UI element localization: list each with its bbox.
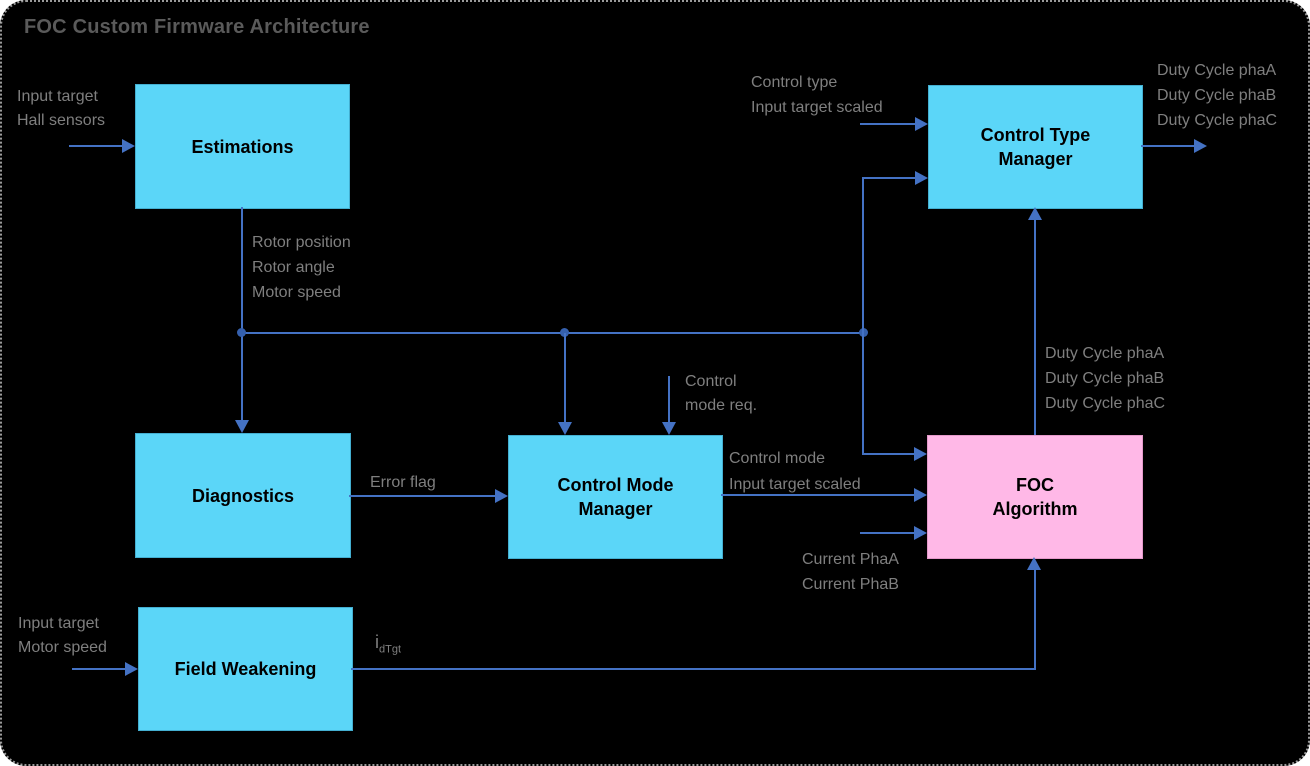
diagram-title: FOC Custom Firmware Architecture	[24, 16, 370, 38]
edge-input-to-ctm-top	[860, 123, 916, 125]
arrowhead-into-ctm-bottom	[1028, 207, 1042, 220]
arrowhead-into-ctm-bottom-left	[915, 171, 928, 185]
node-foc-algorithm: FOC Algorithm	[927, 435, 1143, 559]
label-estimations-outputs: Rotor position Rotor angle Motor speed	[252, 234, 351, 301]
label-ctm-inputs: Control type Input target scaled	[751, 74, 883, 116]
arrowhead-into-foc-3	[914, 526, 927, 540]
edge-currents-to-foc	[860, 532, 915, 534]
node-field-weakening: Field Weakening	[138, 607, 353, 731]
edge-bus-to-cmm	[564, 333, 566, 422]
label-fw-output-idtgt: idTgt	[375, 632, 401, 660]
arrowhead-into-field-weakening	[125, 662, 138, 676]
edge-ctm-output	[1141, 145, 1195, 147]
edge-input-to-field-weakening	[72, 668, 125, 670]
arrowhead-into-foc-2	[914, 488, 927, 502]
edge-bus-to-foc	[863, 453, 915, 455]
arrowhead-into-cmm-left-side	[495, 489, 508, 503]
junction-dot-left	[237, 328, 246, 337]
arrowhead-into-diagnostics	[235, 420, 249, 433]
node-diagnostics: Diagnostics	[135, 433, 351, 558]
label-fw-inputs: Input target Motor speed	[18, 615, 107, 656]
edge-diagnostics-to-cmm	[349, 495, 495, 497]
label-foc-current-inputs: Current PhaA Current PhaB	[802, 551, 899, 593]
node-control-mode-manager: Control Mode Manager	[508, 435, 723, 559]
arrowhead-into-ctm-top	[915, 117, 928, 131]
edge-cmm-to-foc	[721, 494, 915, 496]
label-ctm-outputs: Duty Cycle phaA Duty Cycle phaB Duty Cyc…	[1157, 62, 1278, 129]
node-control-type-manager: Control Type Manager	[928, 85, 1143, 209]
label-foc-outputs: Duty Cycle phaA Duty Cycle phaB Duty Cyc…	[1045, 345, 1166, 412]
junction-dot-middle	[560, 328, 569, 337]
edge-field-weakening-to-foc-horizontal	[351, 668, 1036, 670]
arrowhead-into-foc-1	[914, 447, 927, 461]
edge-bus-vertical-riser	[862, 177, 864, 455]
edge-bus-to-ctm	[862, 177, 916, 179]
label-estimations-inputs: Input target Hall sensors	[17, 88, 106, 129]
arrowhead-into-cmm-left	[558, 422, 572, 435]
edge-foc-to-ctm	[1034, 219, 1036, 435]
edge-estimations-to-diagnostics	[241, 207, 243, 422]
edge-field-weakening-to-foc-vertical	[1034, 569, 1036, 670]
idtgt-subscript: dTgt	[379, 643, 402, 656]
arrowhead-into-cmm-right	[662, 422, 676, 435]
arrowhead-ctm-output	[1194, 139, 1207, 153]
label-control-mode-request: Control mode req.	[685, 373, 758, 414]
label-error-flag: Error flag	[370, 474, 436, 491]
arrowhead-into-foc-bottom	[1027, 557, 1041, 570]
edge-input-to-estimations	[69, 145, 124, 147]
arrowhead-into-estimations	[122, 139, 135, 153]
idtgt-base: i	[375, 632, 379, 652]
edge-control-mode-request	[668, 376, 670, 422]
edge-estimations-bus	[241, 332, 864, 334]
node-estimations: Estimations	[135, 84, 350, 209]
label-cmm-outputs: Control mode Input target scaled	[729, 450, 861, 493]
